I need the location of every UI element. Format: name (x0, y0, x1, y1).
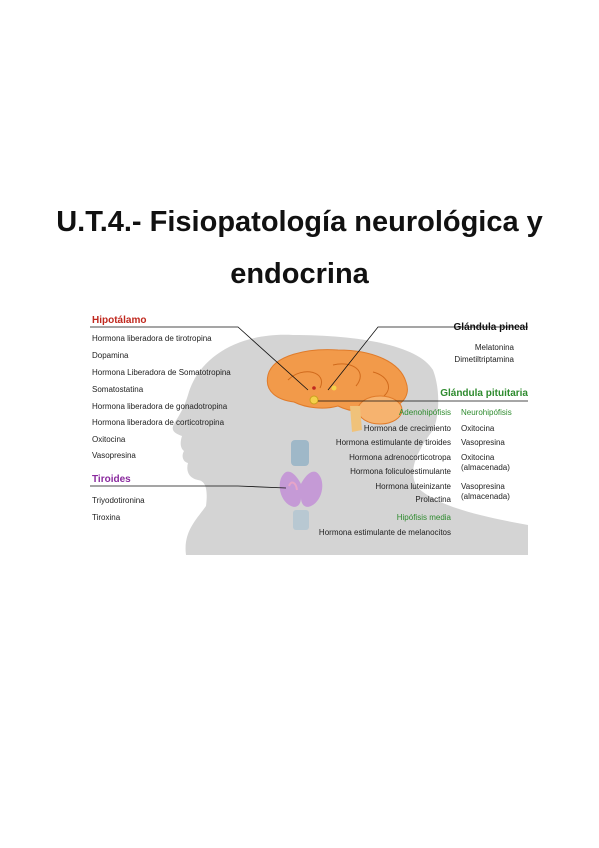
page-title: U.T.4.- Fisiopatología neurológica y end… (0, 196, 599, 300)
hipotalamo-item: Hormona liberadora de tirotropina (92, 334, 212, 343)
pituitaria-heading: Glándula pituitaria (440, 388, 528, 399)
pituitary-gland (309, 395, 319, 405)
neurohipofisis-item: (almacenada) (461, 492, 510, 501)
adenohipofisis-heading: Adenohipófisis (398, 408, 451, 417)
hipofisis-media-heading: Hipófisis media (396, 513, 451, 522)
adenohipofisis-item: Hormona de crecimiento (363, 424, 451, 433)
hipotalamo-item: Hormona liberadora de gonadotropina (92, 402, 228, 411)
larynx (291, 440, 309, 466)
thyroid-gland (279, 471, 323, 507)
trachea (293, 510, 309, 530)
adenohipofisis-item: Hormona adrenocorticotropa (349, 453, 451, 462)
adenohipofisis-item: Prolactina (415, 495, 451, 504)
hipotalamo-item: Hormona Liberadora de Somatotropina (92, 368, 231, 377)
hipotalamo-item: Dopamina (92, 351, 129, 360)
brainstem (350, 406, 362, 432)
hipotalamo-item: Somatostatina (92, 385, 144, 394)
neurohipofisis-item: Vasopresina (461, 438, 505, 447)
hipotalamo-item: Hormona liberadora de corticotropina (92, 418, 225, 427)
neurohipofisis-item: Vasopresina (461, 482, 505, 491)
tiroides-item: Triyodotironina (92, 496, 145, 505)
title-line-1: U.T.4.- Fisiopatología neurológica y (56, 206, 543, 238)
pineal-heading: Glándula pineal (453, 322, 528, 333)
adenohipofisis-item: Hormona luteinizante (375, 482, 451, 491)
thyroid-highlight (288, 481, 298, 491)
hypothalamus-marker (312, 386, 316, 390)
hipotalamo-item: Vasopresina (92, 451, 136, 460)
hipofisis-media-item: Hormona estimulante de melanocitos (318, 528, 451, 537)
tiroides-leader (90, 485, 287, 489)
anatomy-illustration (90, 326, 528, 555)
neurohipofisis-item: Oxitocina (461, 453, 495, 462)
adenohipofisis-item: Hormona foliculoestimulante (350, 467, 451, 476)
hipotalamo-heading: Hipotálamo (92, 315, 147, 326)
title-line-2: endocrina (230, 258, 369, 290)
endocrine-diagram: Hipotálamo Hormona liberadora de tirotro… (88, 310, 528, 555)
pineal-item: Dimetiltriptamina (454, 355, 514, 364)
hipotalamo-leader (90, 326, 309, 391)
neurohipofisis-item: (almacenada) (461, 463, 510, 472)
tiroides-item: Tiroxina (92, 513, 121, 522)
hipotalamo-item: Oxitocina (92, 435, 126, 444)
cerebellum (357, 395, 403, 425)
neurohipofisis-item: Oxitocina (461, 424, 495, 433)
pineal-gland (331, 385, 337, 391)
head-silhouette (172, 334, 528, 555)
neurohipofisis-heading: Neurohipófisis (461, 408, 512, 417)
tiroides-heading: Tiroides (92, 474, 131, 485)
pineal-item: Melatonina (474, 343, 514, 352)
pineal-leader (327, 326, 528, 391)
adenohipofisis-item: Hormona estimulante de tiroides (335, 438, 451, 447)
